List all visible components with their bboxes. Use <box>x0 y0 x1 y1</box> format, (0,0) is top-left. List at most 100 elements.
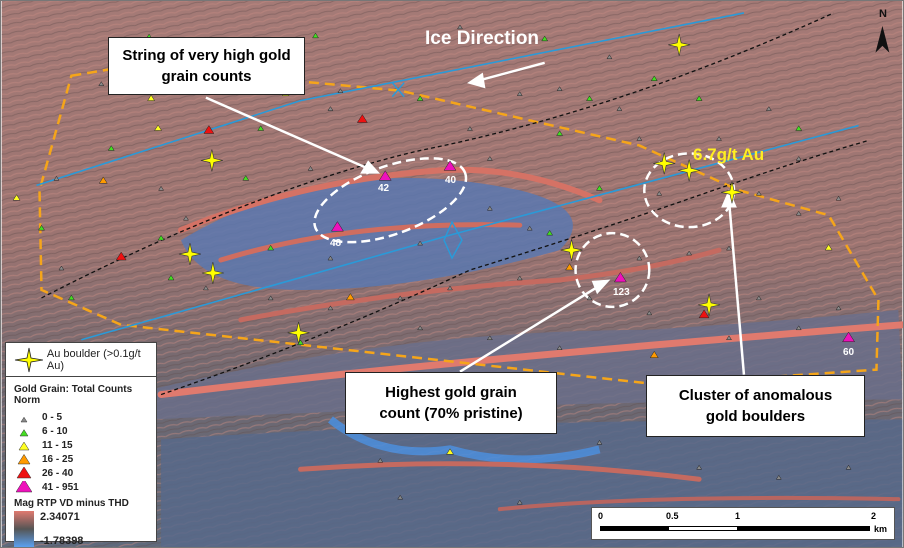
triangle-icon <box>19 429 29 437</box>
gold-grain-sample <box>755 295 762 301</box>
gold-grain-sample <box>646 310 653 316</box>
legend-class-label: 11 - 15 <box>42 439 73 451</box>
gold-grain-samples <box>12 24 855 505</box>
triangle-icon <box>16 467 32 479</box>
scale-unit: km <box>874 524 888 534</box>
gold-grain-sample <box>541 35 549 42</box>
gold-grain-sample <box>516 499 523 505</box>
gold-grain-sample <box>242 175 250 181</box>
gold-grain-sample <box>824 244 833 251</box>
callout-boulder-cluster: Cluster of anomalous gold boulders <box>646 375 865 437</box>
mag-colorbar <box>14 511 34 547</box>
scale-tick: 2 <box>871 511 877 521</box>
gold-grain-sample <box>845 464 852 470</box>
fault-line <box>41 12 834 299</box>
gold-grain-sample <box>526 225 533 231</box>
sample-label: 40 <box>445 175 457 186</box>
legend-class-label: 16 - 25 <box>42 453 74 465</box>
gold-grain-sample <box>835 305 842 311</box>
gold-grain-sample <box>516 275 523 281</box>
gold-grain-sample <box>115 251 127 261</box>
callout-highest-count: Highest gold grain count (70% pristine) <box>345 372 557 434</box>
gold-grain-sample <box>486 335 493 341</box>
legend-class: 0 - 5 <box>16 410 156 424</box>
legend-boulder-label: Au boulder (>0.1g/t Au) <box>46 347 141 372</box>
triangle-icon <box>17 453 31 465</box>
gold-grain-sample <box>466 126 473 131</box>
gold-grain-sample <box>486 205 493 211</box>
gold-grain-sample <box>327 106 334 111</box>
gold-grain-sample <box>154 124 163 131</box>
gold-grain-sample <box>307 165 314 171</box>
gold-grain-sample <box>257 125 265 131</box>
north-arrow-icon <box>875 25 890 53</box>
gold-grain-sample <box>586 295 593 301</box>
gold-grain-sample <box>613 271 627 283</box>
au-boulder-star <box>668 33 691 56</box>
gold-grain-sample <box>267 244 275 251</box>
gold-grain-sample <box>636 255 643 261</box>
au-boulder-star <box>720 181 743 204</box>
gold-grain-sample <box>443 160 457 171</box>
gold-grain-sample <box>556 86 563 91</box>
legend-class-label: 41 - 951 <box>42 481 79 493</box>
gold-grain-sample <box>686 250 693 256</box>
legend-gold-grain-title: Gold Grain: Total Counts Norm <box>14 384 133 406</box>
magnetic-high-ridges <box>157 166 903 512</box>
au-boulder-star <box>698 293 721 316</box>
gold-grain-sample <box>98 176 108 184</box>
north-label: N <box>879 8 887 20</box>
gold-grain-sample <box>202 285 209 291</box>
au-boulder-star <box>200 149 223 172</box>
au-boulder-star <box>287 321 310 344</box>
gold-grain-sample <box>377 457 384 463</box>
legend-class: 16 - 25 <box>16 452 156 466</box>
sample-label: 123 <box>613 287 630 298</box>
triangle-icon <box>20 416 28 423</box>
gold-grain-sample <box>397 494 404 500</box>
gold-grain-sample <box>67 294 75 301</box>
gold-grain-sample <box>330 221 344 232</box>
legend: Au boulder (>0.1g/t Au) Gold Grain: Tota… <box>5 342 157 547</box>
gold-grain-sample <box>327 255 334 261</box>
au-boulder-star <box>560 239 583 262</box>
gold-grain-sample <box>565 263 575 271</box>
gold-grain-sample <box>726 335 732 341</box>
legend-class: 6 - 10 <box>16 424 156 438</box>
au-boulder-star <box>678 159 701 182</box>
gold-grain-sample <box>457 24 463 30</box>
gold-grain-sample <box>167 274 175 281</box>
callout-string-high-counts: String of very high gold grain counts <box>108 37 305 95</box>
gold-grain-sample <box>656 190 663 196</box>
gold-grain-sample <box>516 91 523 96</box>
mag-min: -1.78398 <box>40 535 84 547</box>
gold-grain-sample <box>157 234 165 241</box>
gold-grain-sample <box>397 295 404 301</box>
gold-grain-sample <box>38 224 45 231</box>
au-boulder-star <box>178 243 201 266</box>
diamond-marker <box>443 220 463 260</box>
gold-grain-sample <box>147 94 156 101</box>
gold-grain-sample <box>183 215 189 221</box>
gold-grain-sample <box>312 32 319 39</box>
ice-direction-label: Ice Direction <box>425 28 540 49</box>
gold-grain-sample <box>58 265 65 271</box>
gold-grain-sample <box>835 195 842 201</box>
triangle-icon <box>18 441 30 451</box>
gold-grain-sample <box>158 185 165 191</box>
gold-grain-sample <box>546 229 554 236</box>
gold-grain-sample <box>417 325 424 331</box>
gold-grain-sample <box>345 293 355 301</box>
legend-class-label: 26 - 40 <box>42 467 74 479</box>
gold-grain-sample <box>447 285 453 291</box>
gold-grain-sample <box>586 95 593 101</box>
gold-grain-sample <box>775 474 782 480</box>
gold-grain-sample <box>795 125 803 131</box>
gold-grain-sample <box>417 240 424 246</box>
gold-grain-sample <box>98 81 105 86</box>
legend-mag-title: Mag RTP VD minus THD <box>14 498 129 509</box>
survey-outline <box>38 64 880 386</box>
gold-grain-sample <box>726 245 732 251</box>
sample-label: 60 <box>843 347 855 358</box>
legend-class: 11 - 15 <box>16 438 156 452</box>
